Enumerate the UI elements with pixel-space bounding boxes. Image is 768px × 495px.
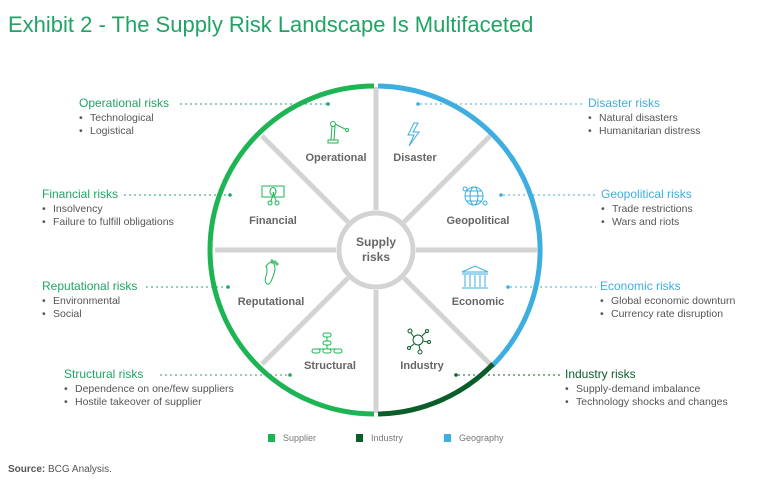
spoke bbox=[402, 134, 492, 224]
structural-risks: Structural risks Dependence on one/few s… bbox=[64, 367, 234, 410]
risk-item: Global economic downturn bbox=[600, 295, 735, 309]
risk-title: Financial risks bbox=[42, 187, 119, 201]
risk-item: Logistical bbox=[79, 125, 169, 139]
connector-lines bbox=[124, 103, 597, 376]
legend-swatch bbox=[356, 434, 363, 442]
disaster-risks: Disaster risks Natural disastersHumanita… bbox=[588, 96, 701, 139]
exhibit-title: Exhibit 2 - The Supply Risk Landscape Is… bbox=[8, 12, 534, 37]
segment-geopolitical: Geopolitical bbox=[446, 215, 510, 227]
financial-risks: Financial risks InsolvencyFailure to ful… bbox=[42, 187, 174, 230]
segment-economic: Economic bbox=[451, 296, 505, 308]
risk-item: Hostile takeover of supplier bbox=[64, 396, 234, 410]
legend-label: Supplier bbox=[283, 433, 317, 443]
source-note: Source: BCG Analysis. bbox=[8, 464, 112, 475]
risk-title: Economic risks bbox=[600, 279, 681, 293]
risk-item: Technology shocks and changes bbox=[565, 396, 728, 410]
lightning-icon bbox=[407, 122, 420, 147]
risk-item: Wars and riots bbox=[601, 216, 693, 230]
geopolitical-risks: Geopolitical risks Trade restrictionsWar… bbox=[601, 187, 693, 230]
legend-label: Geography bbox=[459, 433, 504, 443]
center-label: Supply risks bbox=[356, 235, 396, 265]
center-label-line: risks bbox=[361, 250, 391, 264]
risk-item: Trade restrictions bbox=[601, 203, 693, 217]
operational-risks: Operational risks TechnologicalLogistica… bbox=[79, 96, 170, 139]
source-label: Source: bbox=[8, 464, 46, 475]
spoke bbox=[402, 276, 492, 366]
segment-operational: Operational bbox=[305, 152, 367, 164]
industry-risks: Industry risks Supply-demand imbalanceTe… bbox=[565, 367, 728, 410]
risk-title: Structural risks bbox=[64, 367, 144, 381]
economic-risks: Economic risks Global economic downturnC… bbox=[600, 279, 735, 322]
network-icon bbox=[407, 328, 431, 355]
legend-geography: Geography bbox=[444, 433, 532, 443]
center-circle bbox=[336, 210, 416, 290]
segment-disaster: Disaster bbox=[393, 152, 437, 164]
spoke bbox=[260, 276, 350, 366]
risk-title: Operational risks bbox=[79, 96, 170, 110]
risk-item: Technological bbox=[79, 112, 169, 126]
legend-supplier: Supplier bbox=[268, 433, 356, 443]
reputational-risks: Reputational risks EnvironmentalSocial bbox=[42, 279, 138, 322]
segment-industry: Industry bbox=[400, 360, 444, 372]
risk-item: Supply-demand imbalance bbox=[565, 383, 728, 397]
risk-item: Environmental bbox=[42, 295, 137, 309]
legend: Supplier Industry Geography bbox=[268, 433, 532, 443]
segment-structural: Structural bbox=[304, 360, 356, 372]
risk-item: Currency rate disruption bbox=[600, 308, 735, 322]
risk-title: Industry risks bbox=[565, 367, 636, 381]
risk-title: Geopolitical risks bbox=[601, 187, 692, 201]
industry-arc bbox=[377, 362, 495, 417]
globe-icon bbox=[462, 186, 488, 206]
geography-arc bbox=[377, 83, 543, 368]
risk-title: Disaster risks bbox=[588, 96, 661, 110]
footprint-icon bbox=[264, 259, 279, 285]
legend-industry: Industry bbox=[356, 433, 444, 443]
risk-title: Reputational risks bbox=[42, 279, 138, 293]
risk-item: Natural disasters bbox=[588, 112, 701, 126]
wheel-spokes bbox=[215, 87, 537, 413]
risk-item: Social bbox=[42, 308, 137, 322]
segment-reputational: Reputational bbox=[237, 296, 305, 308]
robot-arm-icon bbox=[327, 121, 349, 144]
money-scissors-icon bbox=[261, 185, 285, 206]
org-chart-icon bbox=[311, 332, 343, 354]
segment-financial: Financial bbox=[249, 215, 297, 227]
risk-item: Dependence on one/few suppliers bbox=[64, 383, 234, 397]
spoke bbox=[260, 134, 350, 224]
legend-label: Industry bbox=[371, 433, 404, 443]
legend-swatch bbox=[268, 434, 275, 442]
risk-item: Failure to fulfill obligations bbox=[42, 216, 174, 230]
connector-dots bbox=[226, 102, 510, 377]
source-text: BCG Analysis. bbox=[48, 464, 112, 475]
risk-item: Humanitarian distress bbox=[588, 125, 700, 139]
center-label-line: Supply bbox=[355, 235, 397, 249]
risk-item: Insolvency bbox=[42, 203, 174, 217]
supplier-arc bbox=[207, 83, 375, 417]
legend-swatch bbox=[444, 434, 451, 442]
bank-icon bbox=[461, 265, 489, 289]
